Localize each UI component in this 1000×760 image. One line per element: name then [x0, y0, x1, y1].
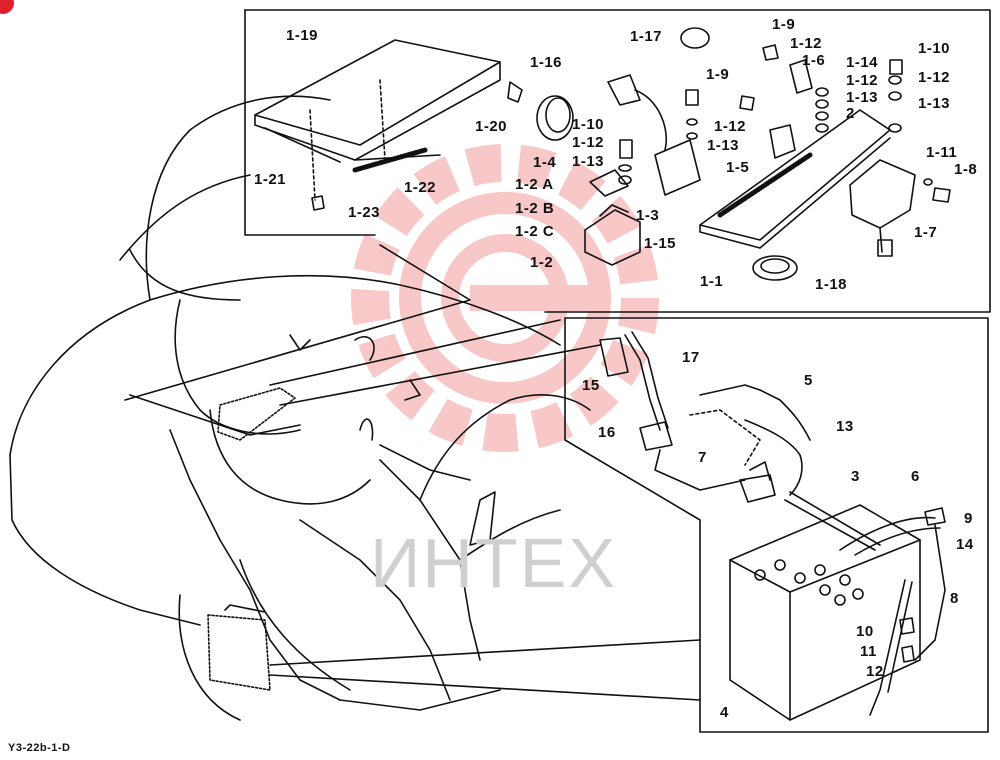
callout-1-5: 1-5 — [726, 159, 750, 176]
callout-1-23: 1-23 — [348, 204, 381, 221]
callout-1-9-a: 1-9 — [772, 16, 796, 33]
callout-1-15: 1-15 — [644, 235, 677, 252]
callout-1-2b: 1-2 B — [515, 200, 555, 217]
corner-badge — [0, 0, 14, 14]
callout-1-12-b: 1-12 — [790, 35, 823, 52]
callout-1-12-d: 1-12 — [846, 72, 879, 89]
callout-3: 3 — [851, 468, 860, 485]
callout-1-21: 1-21 — [254, 171, 287, 188]
callout-11: 11 — [860, 643, 877, 660]
callout-17: 17 — [682, 349, 700, 366]
callout-13: 13 — [836, 418, 854, 435]
callout-1-12-c: 1-12 — [714, 118, 747, 135]
callout-1-10-a: 1-10 — [572, 116, 605, 133]
machine-outline — [9, 274, 561, 456]
callout-14: 14 — [956, 536, 974, 553]
battery — [729, 504, 921, 721]
callout-1-12-e: 1-12 — [918, 69, 951, 86]
dotted-panel-top — [217, 387, 296, 441]
callout-2-upper: 2 — [846, 105, 855, 122]
callout-1-2: 1-2 — [530, 254, 554, 271]
callout-1-11: 1-11 — [926, 144, 958, 161]
callout-1-9-b: 1-9 — [706, 66, 730, 83]
callout-6: 6 — [911, 468, 920, 485]
callout-1-13-a: 1-13 — [572, 153, 605, 170]
callout-9: 9 — [964, 510, 973, 527]
callout-1-7: 1-7 — [914, 224, 938, 241]
callout-4: 4 — [720, 704, 729, 721]
figure-code: Y3-22b-1-D — [8, 742, 71, 754]
callout-1-13-d: 1-13 — [918, 95, 951, 112]
callout-1-3: 1-3 — [636, 207, 660, 224]
dotted-panel-bottom — [207, 614, 271, 691]
callout-1-8: 1-8 — [954, 161, 978, 178]
callout-1-18: 1-18 — [815, 276, 848, 293]
callout-1-19: 1-19 — [286, 27, 319, 44]
cable-3 — [789, 491, 881, 546]
callout-1-17: 1-17 — [630, 28, 663, 45]
callout-5: 5 — [804, 372, 813, 389]
cable-13 — [744, 419, 803, 496]
callout-1-22: 1-22 — [404, 179, 437, 196]
watermark-text: ИНТЕХ — [370, 524, 618, 602]
callout-7: 7 — [698, 449, 707, 466]
callout-1-14: 1-14 — [846, 54, 879, 71]
callout-15: 15 — [582, 377, 600, 394]
callout-1-4: 1-4 — [533, 154, 557, 171]
callout-1-10-b: 1-10 — [918, 40, 951, 57]
detail-box-bottom — [564, 317, 989, 733]
callout-8: 8 — [950, 590, 959, 607]
panel-lid — [254, 39, 501, 146]
callout-1-13-c: 1-13 — [846, 89, 879, 106]
callout-10: 10 — [856, 623, 874, 640]
callout-1-16: 1-16 — [530, 54, 563, 71]
detail-box-top — [244, 9, 991, 313]
callout-1-12-a: 1-12 — [572, 134, 605, 151]
cable-8 — [869, 579, 906, 716]
callout-1-20: 1-20 — [475, 118, 508, 135]
callout-1-6: 1-6 — [802, 52, 826, 69]
callout-1-1: 1-1 — [700, 273, 724, 290]
detail-box-top-left — [244, 9, 376, 236]
callout-1-2c: 1-2 C — [515, 223, 555, 240]
pointer-lines-bottom — [269, 639, 701, 666]
callout-1-13-b: 1-13 — [707, 137, 740, 154]
cable-6 — [839, 516, 936, 551]
pointer-lines-top — [124, 244, 471, 401]
callout-16: 16 — [598, 424, 616, 441]
callout-1-2a: 1-2 A — [515, 176, 554, 193]
callout-12: 12 — [866, 663, 884, 680]
